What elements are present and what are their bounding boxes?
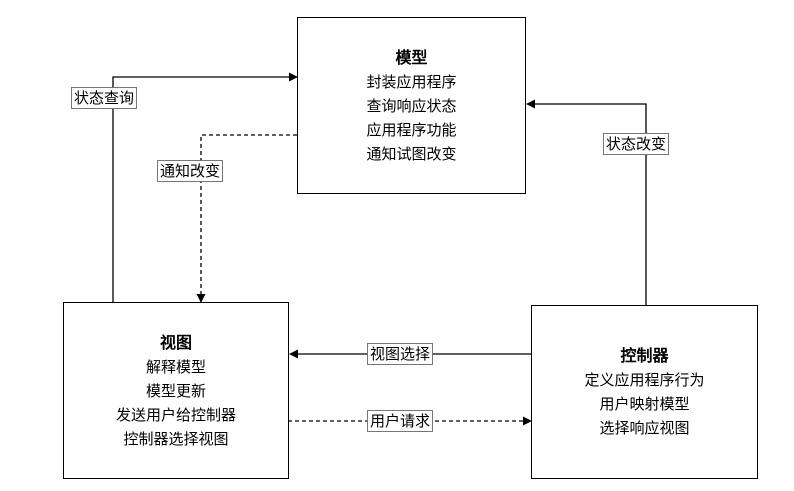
model-line: 通知试图改变	[366, 144, 457, 163]
controller-title: 控制器	[620, 346, 669, 365]
state-query-label: 状态查询	[71, 87, 138, 109]
view-select-label: 视图选择	[367, 343, 434, 365]
state-change-label: 状态改变	[603, 133, 670, 155]
view-box: 视图 解释模型 模型更新 发送用户给控制器 控制器选择视图	[63, 302, 289, 479]
model-line: 查询响应状态	[366, 96, 457, 115]
controller-line: 定义应用程序行为	[584, 371, 705, 389]
notify-change-connector	[196, 134, 297, 303]
user-request-label: 用户请求	[367, 410, 434, 432]
view-line: 发送用户给控制器	[115, 405, 236, 424]
controller-line: 选择响应视图	[599, 419, 690, 437]
notify-change-label: 通知改变	[157, 160, 224, 182]
model-title: 模型	[395, 47, 428, 67]
view-line: 解释模型	[145, 357, 206, 376]
view-line: 模型更新	[145, 381, 206, 400]
view-title: 视图	[159, 332, 192, 352]
model-line: 封装应用程序	[366, 72, 457, 91]
state-query-connector	[112, 72, 298, 302]
model-line: 应用程序功能	[366, 120, 457, 139]
controller-line: 用户映射模型	[599, 395, 690, 413]
view-line: 控制器选择视图	[123, 429, 229, 448]
controller-box: 控制器 定义应用程序行为 用户映射模型 选择响应视图	[531, 305, 758, 479]
model-box: 模型 封装应用程序 查询响应状态 应用程序功能 通知试图改变	[297, 17, 526, 194]
state-change-connector	[526, 99, 647, 305]
